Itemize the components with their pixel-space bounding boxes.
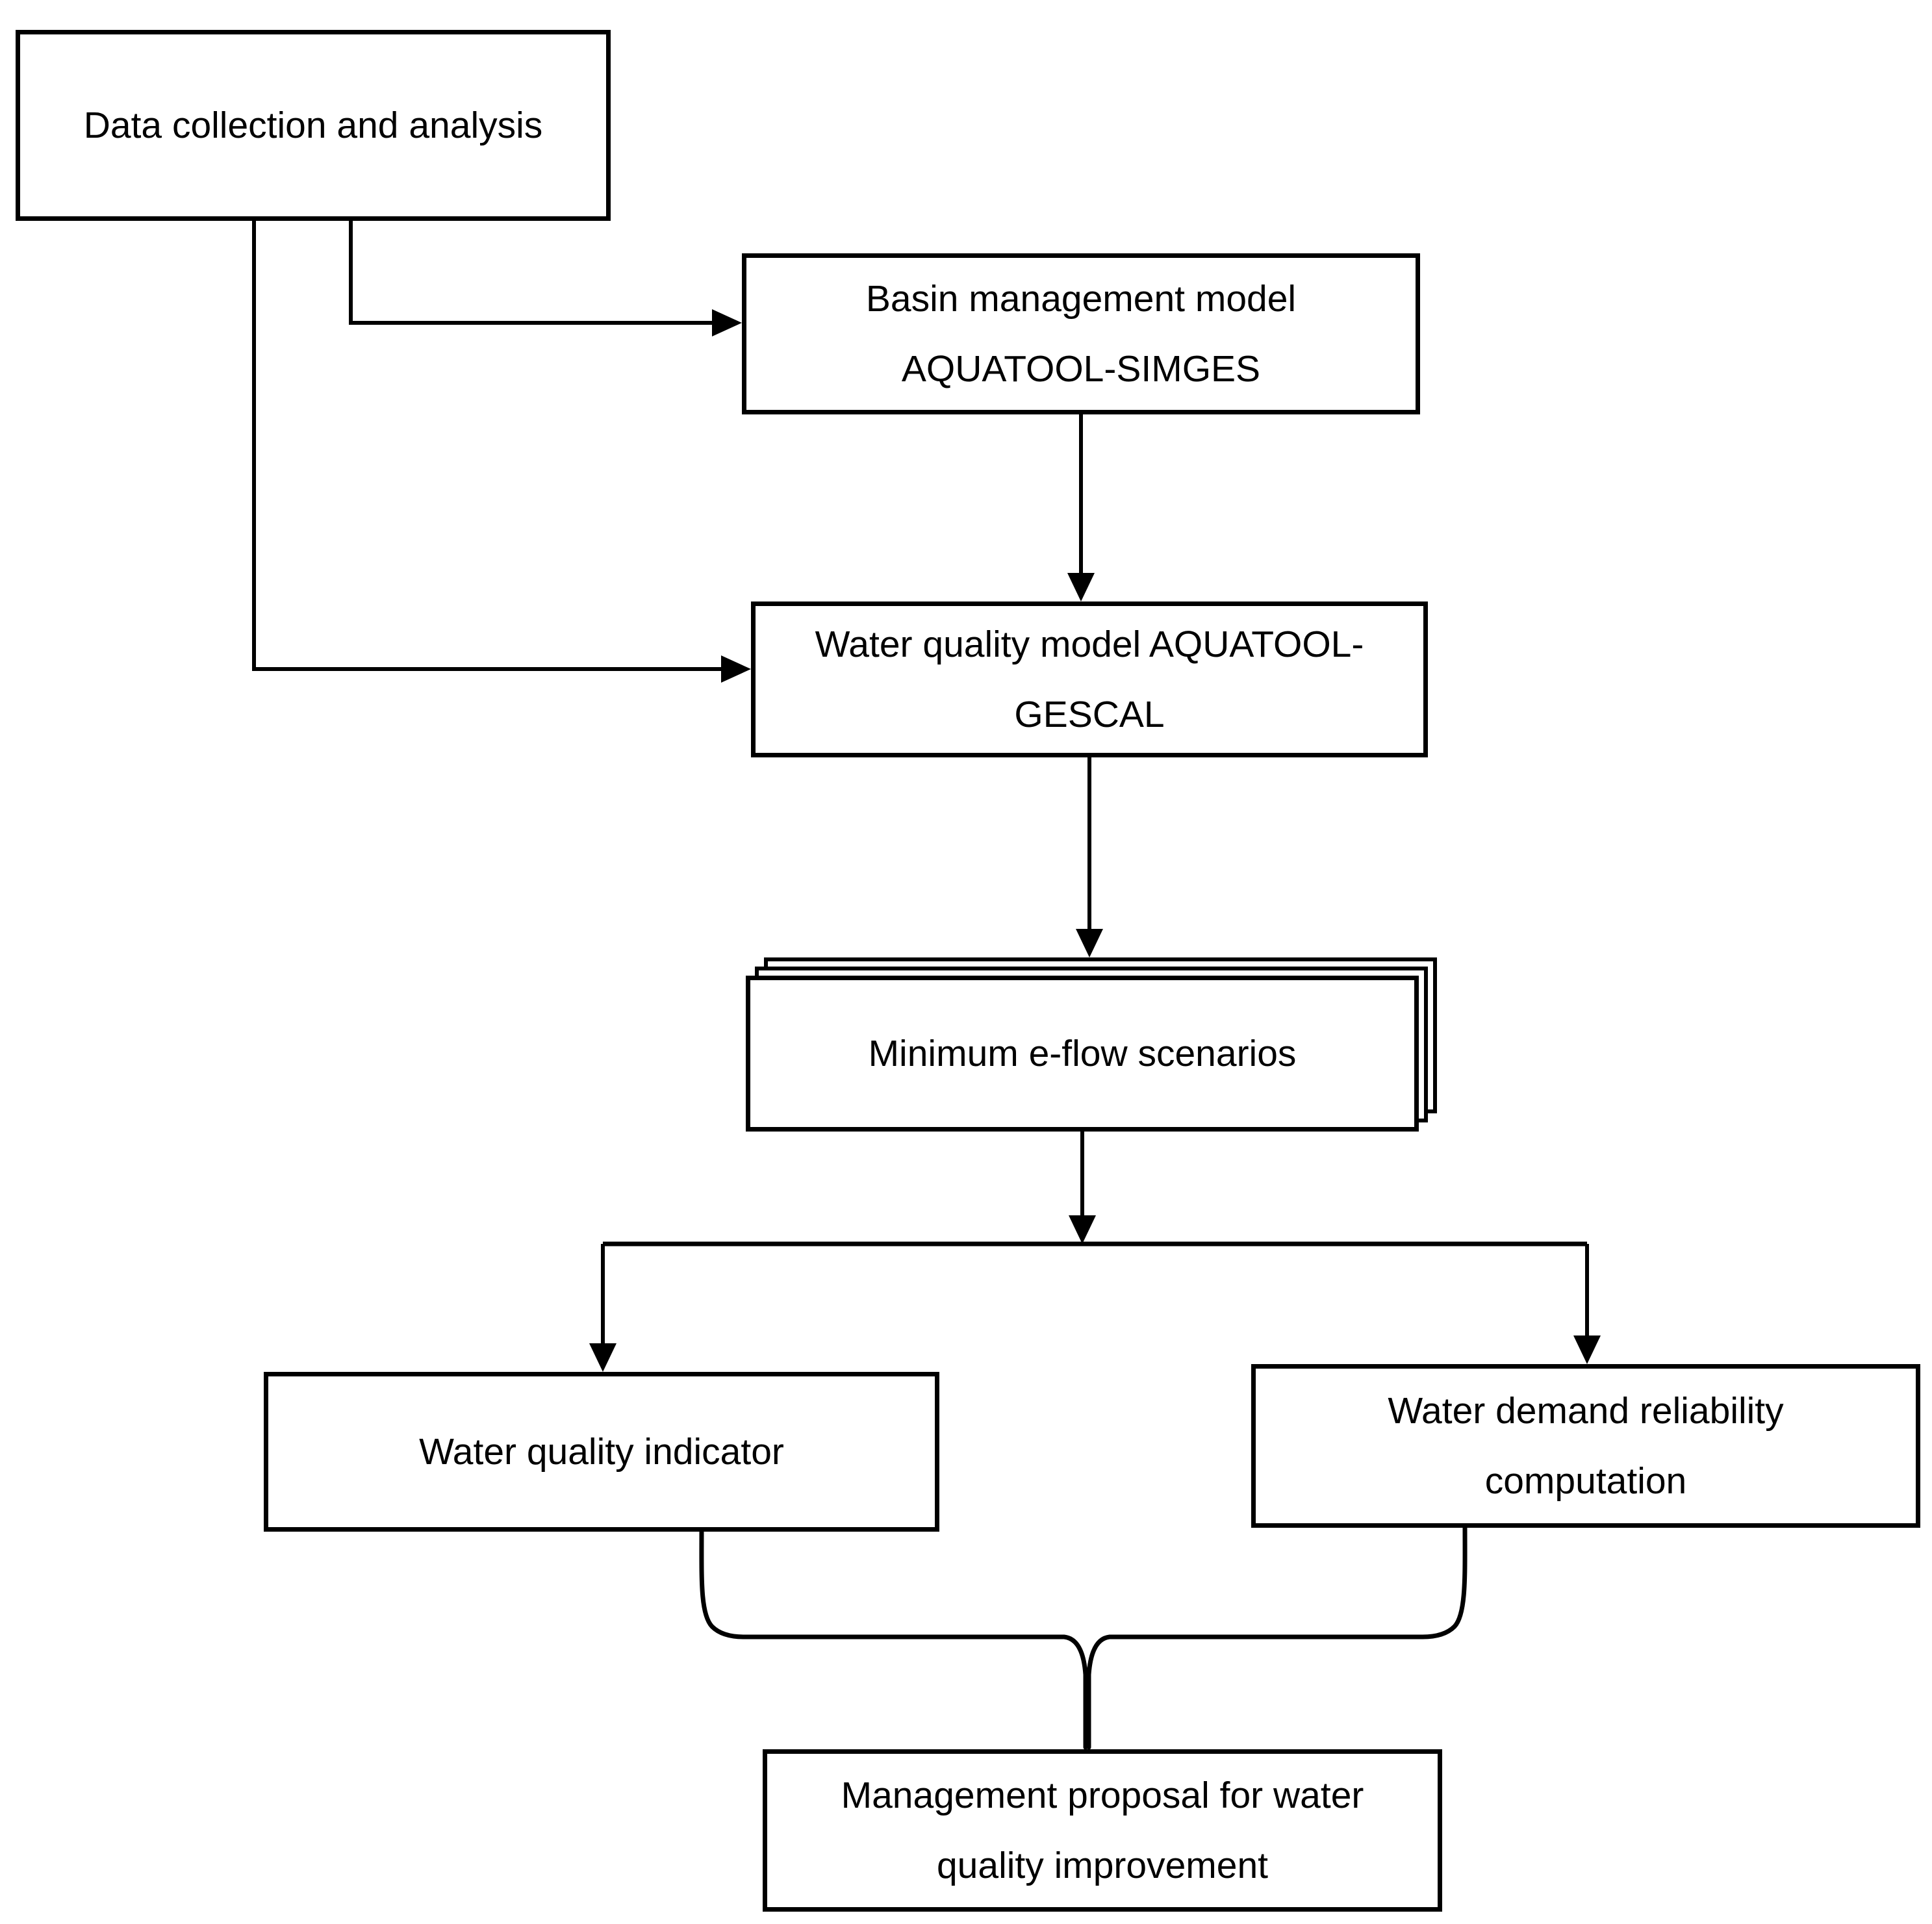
- node-eflow-scenarios-label: Minimum e-flow scenarios: [868, 1032, 1297, 1074]
- node-water-quality-model-label-line2: GESCAL: [1014, 694, 1165, 735]
- node-water-quality-model: Water quality model AQUATOOL- GESCAL: [751, 601, 1428, 757]
- node-eflow-scenarios: Minimum e-flow scenarios: [746, 976, 1419, 1132]
- node-water-demand-reliability-label-line2: computation: [1484, 1460, 1687, 1502]
- node-water-quality-indicator-label: Water quality indicator: [419, 1430, 784, 1473]
- node-water-quality-indicator: Water quality indicator: [264, 1372, 939, 1532]
- node-basin-model-label-line2: AQUATOOL-SIMGES: [901, 348, 1261, 390]
- node-management-proposal: Management proposal for water quality im…: [763, 1749, 1442, 1912]
- node-data-collection: Data collection and analysis: [16, 30, 611, 221]
- node-water-demand-reliability-label-line1: Water demand reliability: [1388, 1389, 1784, 1432]
- node-water-quality-model-label-line1: Water quality model AQUATOOL-: [815, 623, 1364, 665]
- arrow-branch-to-reliability: [1573, 1244, 1601, 1364]
- arrow-scenarios-to-branch: [1069, 1132, 1096, 1244]
- arrow-branch-to-indicator: [589, 1244, 616, 1372]
- arrow-data-to-gescal: [252, 221, 751, 683]
- arrow-data-to-basin: [349, 221, 742, 336]
- node-basin-model-label-line1: Basin management model: [865, 277, 1297, 320]
- arrow-simges-to-gescal: [1067, 414, 1095, 601]
- node-management-proposal-label-line1: Management proposal for water: [841, 1774, 1364, 1816]
- node-data-collection-label: Data collection and analysis: [83, 104, 543, 146]
- brace-merge: [699, 1525, 1468, 1750]
- arrow-gescal-to-scenarios: [1076, 757, 1103, 957]
- node-management-proposal-label-line2: quality improvement: [936, 1845, 1269, 1886]
- node-water-demand-reliability: Water demand reliability computation: [1251, 1364, 1920, 1528]
- node-basin-model: Basin management model AQUATOOL-SIMGES: [742, 253, 1420, 414]
